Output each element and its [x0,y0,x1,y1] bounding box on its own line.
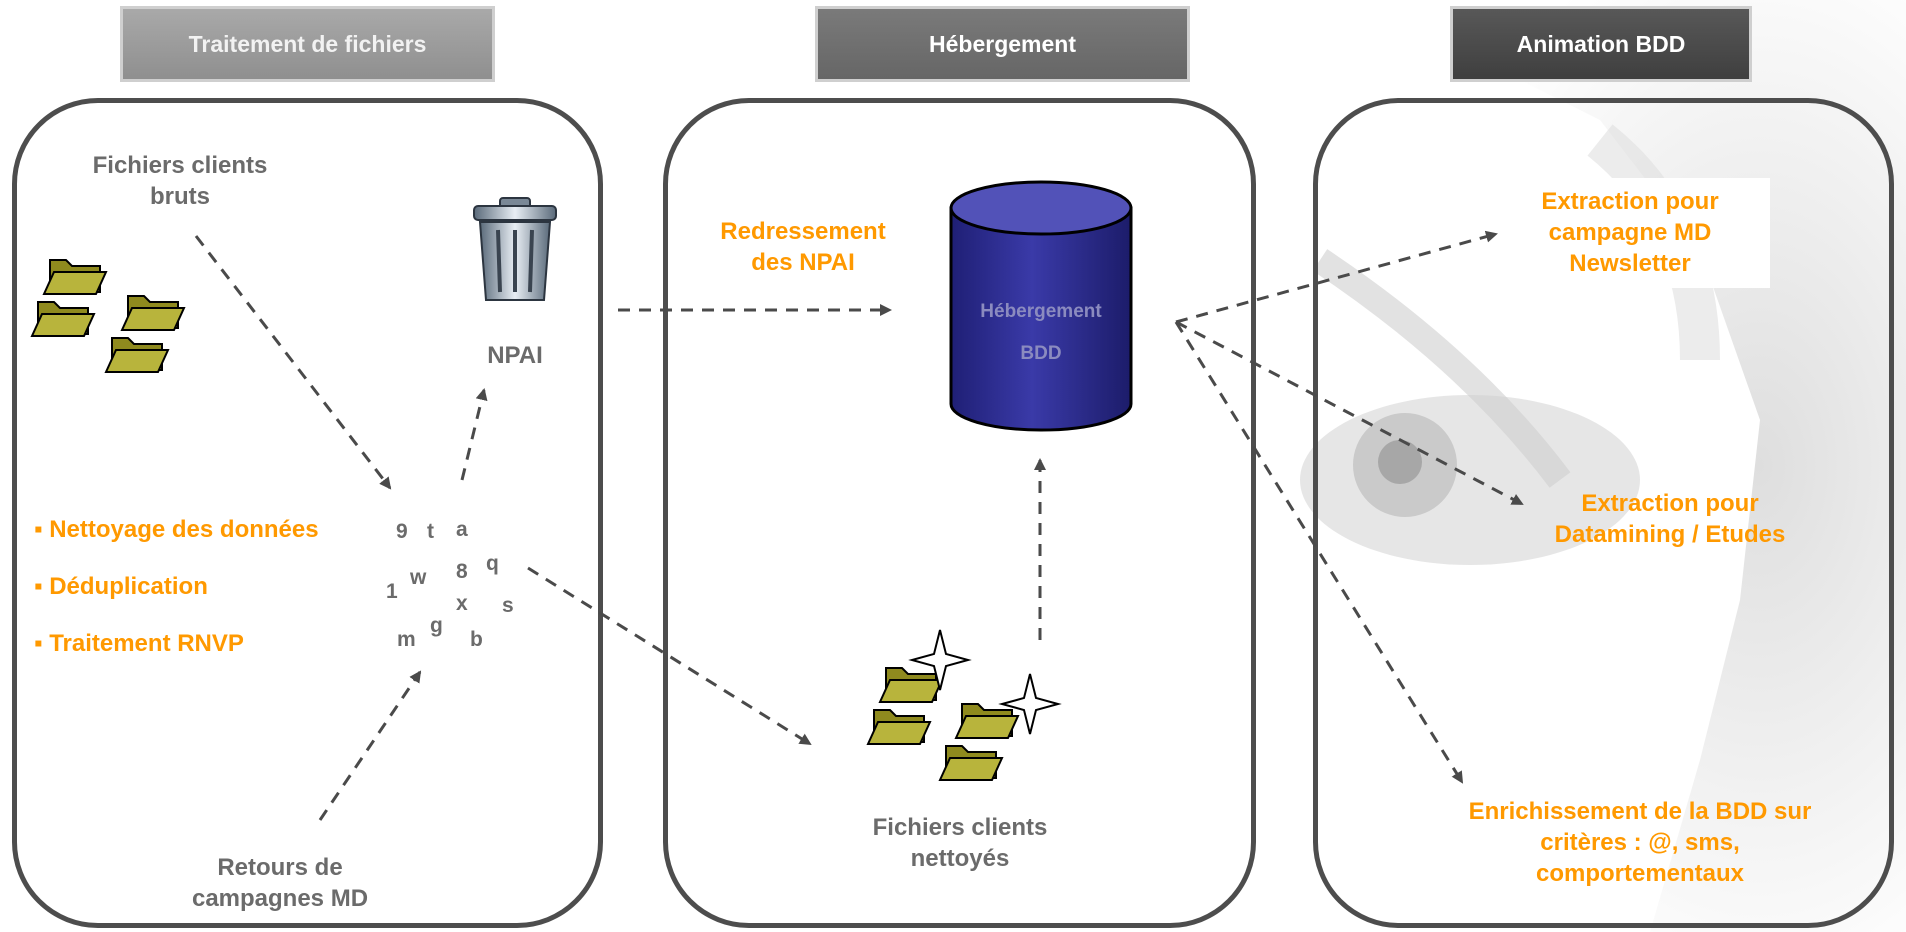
panel-file-processing [12,98,603,928]
redress-npai-label: Redressement des NPAI [720,218,886,277]
raw-files-label: Fichiers clients bruts [92,152,268,211]
scramble-letter: 9 [396,520,408,543]
scramble-letter: t [427,520,434,543]
trash-icon [473,197,557,301]
cleaned-files-label: Fichiers clients nettoyés [872,814,1048,873]
header-hosting: Hébergement [815,6,1190,82]
arrow-scramble-to-cleaned [527,566,812,746]
raw-folders-icon [30,259,186,373]
scramble-letter: q [486,552,499,575]
returns-label: Retours de campagnes MD [191,854,369,913]
scramble-letter: m [397,628,416,651]
header-db-animation: Animation BDD [1450,6,1752,82]
scramble-letter: g [430,614,443,637]
list-item: ▪ Nettoyage des données [34,516,319,543]
panel-db-animation [1313,98,1894,928]
scramble-letter: b [470,628,483,651]
npai-label: NPAI [487,342,543,369]
processing-steps-list: ▪ Nettoyage des données ▪ Déduplication … [34,516,319,687]
arrow-db-to-extraction-md [1175,230,1498,324]
database-cylinder-icon [949,180,1133,432]
arrow-raw-to-scramble [194,235,392,490]
label-box-extraction-md [1490,178,1770,288]
db-label-line2: BDD [1020,343,1062,364]
scramble-letter: s [502,594,514,617]
extraction-md-label: Extraction pour campagne MD Newsletter [1541,188,1719,278]
enrichment-label: Enrichissement de la BDD sur critères : … [1468,798,1812,888]
db-label-line1: Hébergement [980,301,1102,322]
scramble-letter: 8 [456,560,468,583]
scramble-letter: x [456,592,468,615]
arrow-db-to-extraction-dm [1175,320,1524,506]
extraction-datamining-label: Extraction pour Datamining / Etudes [1554,490,1786,549]
header-file-processing: Traitement de fichiers [120,6,495,82]
cleaned-folders-icon [866,629,1062,781]
list-item: ▪ Traitement RNVP [34,630,244,657]
scramble-letter: 1 [386,580,398,603]
panel-hosting [663,98,1256,928]
header-hosting-label: Hébergement [929,30,1076,57]
scramble-letter: a [456,518,468,541]
header-db-animation-label: Animation BDD [1516,30,1686,57]
arrow-returns-to-scramble [318,670,422,821]
scramble-letter: w [410,566,427,589]
list-item: ▪ Déduplication [34,573,208,600]
header-file-processing-label: Traitement de fichiers [188,30,427,57]
arrow-scramble-to-npai [460,388,488,481]
arrow-db-to-enrich [1174,321,1464,784]
